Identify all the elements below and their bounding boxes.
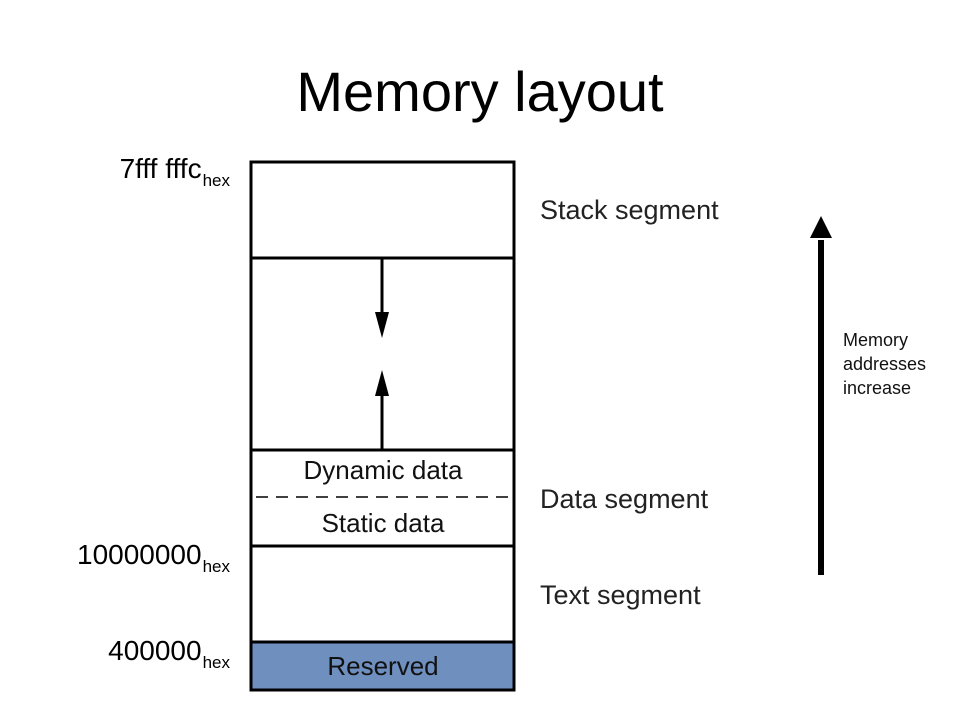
address-text-start-value: 400000 [108, 635, 202, 666]
stack-growth-arrow-head [375, 312, 389, 338]
data-segment-label: Data segment [540, 484, 709, 514]
address-top-value: 7fff fffc [119, 153, 202, 184]
side-note-line-1: Memory [843, 330, 909, 350]
address-text-start-suffix: hex [202, 653, 230, 672]
diagram-title: Memory layout [296, 60, 664, 123]
static-data-label: Static data [321, 508, 445, 538]
stack-segment-label: Stack segment [540, 195, 719, 225]
side-note-line-3: increase [843, 378, 912, 398]
address-data-start-suffix: hex [202, 557, 230, 576]
address-data-start-value: 10000000 [77, 539, 202, 570]
heap-growth-arrow-head [375, 370, 389, 396]
address-increase-arrow-head [810, 216, 832, 238]
address-top: 7fff fffchex [120, 152, 230, 198]
address-data-start: 10000000hex [77, 538, 230, 584]
dynamic-data-label: Dynamic data [303, 455, 463, 485]
reserved-label: Reserved [327, 651, 439, 681]
reserved-block [251, 642, 514, 690]
memory-column-frame [249, 160, 516, 692]
text-segment-label: Text segment [540, 580, 701, 610]
memory-addresses-increase-note: Memory addresses increase [843, 328, 926, 400]
address-top-suffix: hex [202, 171, 230, 190]
side-note-line-2: addresses [843, 354, 927, 374]
address-text-start: 400000hex [108, 634, 230, 680]
